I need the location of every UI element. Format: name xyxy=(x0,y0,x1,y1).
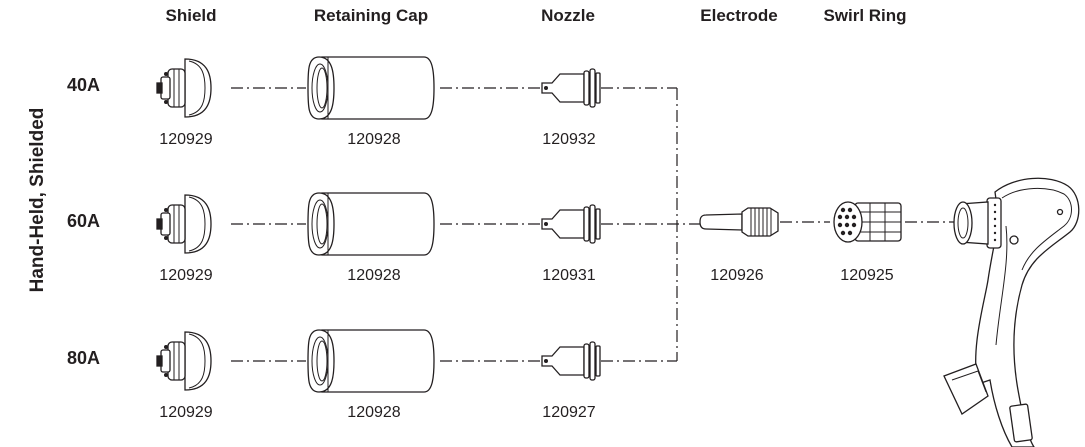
torch-body xyxy=(943,177,1080,447)
swirl-ring-part xyxy=(833,201,902,243)
electrode-part xyxy=(699,207,779,237)
part-number-shield: 120929 xyxy=(159,131,213,148)
part-number-shield: 120929 xyxy=(159,404,213,421)
nozzle-part xyxy=(541,68,601,108)
part-number-electrode: 120926 xyxy=(710,267,764,284)
part-number-nozzle: 120932 xyxy=(542,131,596,148)
part-number-swirl-ring: 120925 xyxy=(840,267,894,284)
shield-part xyxy=(156,58,212,118)
amperage-label-60a: 60A xyxy=(67,211,101,231)
amperage-label-80a: 80A xyxy=(67,348,101,368)
retaining-cap-part xyxy=(307,56,435,120)
shield-part xyxy=(156,331,212,391)
retaining-cap-part xyxy=(307,329,435,393)
retaining-cap-part xyxy=(307,192,435,256)
part-number-retaining-cap: 120928 xyxy=(347,131,401,148)
part-number-retaining-cap: 120928 xyxy=(347,404,401,421)
header-retaining-cap: Retaining Cap xyxy=(313,6,429,25)
header-swirl-ring: Swirl Ring xyxy=(823,6,907,25)
connector-lines xyxy=(231,87,955,362)
header-shield: Shield xyxy=(165,6,217,25)
nozzle-part xyxy=(541,341,601,381)
shield-part xyxy=(156,194,212,254)
part-number-shield: 120929 xyxy=(159,267,213,284)
header-electrode: Electrode xyxy=(700,6,778,25)
nozzle-part xyxy=(541,204,601,244)
amperage-label-40a: 40A xyxy=(67,75,101,95)
part-number-retaining-cap: 120928 xyxy=(347,267,401,284)
part-number-nozzle: 120931 xyxy=(542,267,596,284)
header-nozzle: Nozzle xyxy=(541,6,595,25)
part-number-nozzle: 120927 xyxy=(542,404,596,421)
